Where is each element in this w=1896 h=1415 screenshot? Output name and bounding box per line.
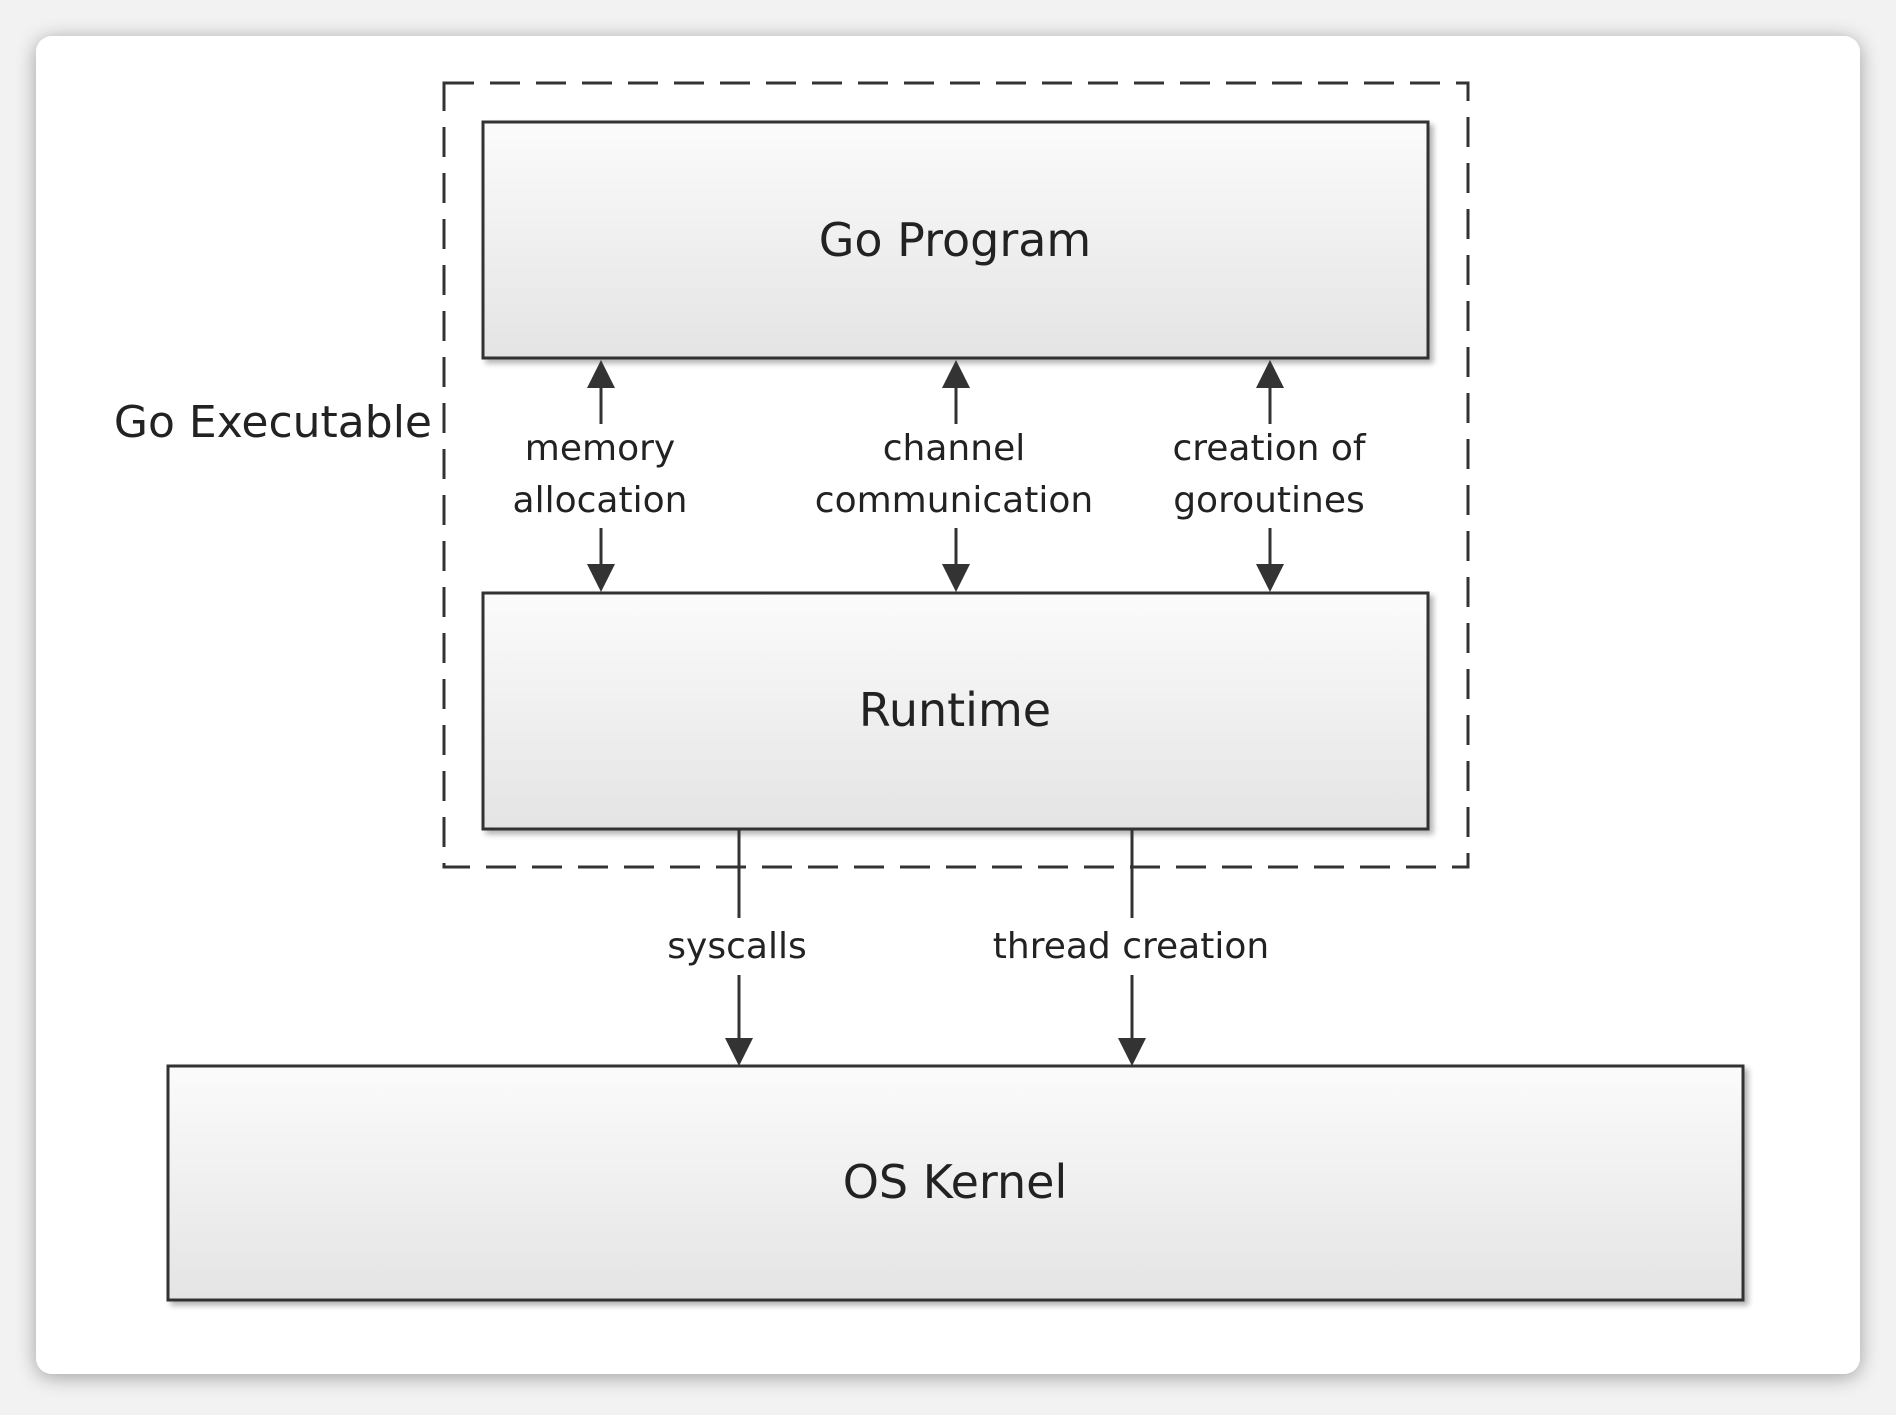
arrowhead-down-icon: [942, 564, 970, 592]
go-executable-boundary: [442, 81, 1470, 869]
runtime-node: Runtime: [481, 591, 1430, 831]
syscalls-edge: [725, 830, 753, 1066]
runtime-box: [481, 591, 1430, 831]
go-program-label: Go Program: [819, 213, 1092, 267]
arrowhead-up-icon: [942, 360, 970, 388]
syscalls-label: syscalls: [667, 926, 806, 967]
channel-communication-label-line2: communication: [815, 480, 1093, 521]
arrowhead-down-icon: [587, 564, 615, 592]
goroutine-creation-label-line1: creation of: [1172, 428, 1366, 469]
arrowhead-down-icon: [1256, 564, 1284, 592]
go-program-node: Go Program: [481, 120, 1430, 360]
goroutine-creation-edge: [1256, 360, 1284, 592]
go-executable-label: Go Executable: [114, 397, 432, 448]
arrowhead-down-icon: [1118, 1038, 1146, 1066]
thread-creation-label: thread creation: [993, 926, 1269, 967]
memory-allocation-edge: [587, 360, 615, 592]
os-kernel-label: OS Kernel: [843, 1155, 1068, 1209]
runtime-label: Runtime: [859, 683, 1051, 737]
go-program-box: [481, 120, 1430, 360]
channel-communication-label-line1: channel: [883, 428, 1025, 469]
thread-creation-edge: [1118, 830, 1146, 1066]
arrowhead-up-icon: [587, 360, 615, 388]
goroutine-creation-label-line2: goroutines: [1173, 480, 1365, 521]
os-kernel-node: OS Kernel: [166, 1064, 1745, 1302]
memory-allocation-label-line1: memory: [525, 428, 675, 469]
arrowhead-down-icon: [725, 1038, 753, 1066]
channel-communication-edge: [942, 360, 970, 592]
arrowhead-up-icon: [1256, 360, 1284, 388]
os-kernel-box: [166, 1064, 1745, 1302]
memory-allocation-label-line2: allocation: [513, 480, 688, 521]
